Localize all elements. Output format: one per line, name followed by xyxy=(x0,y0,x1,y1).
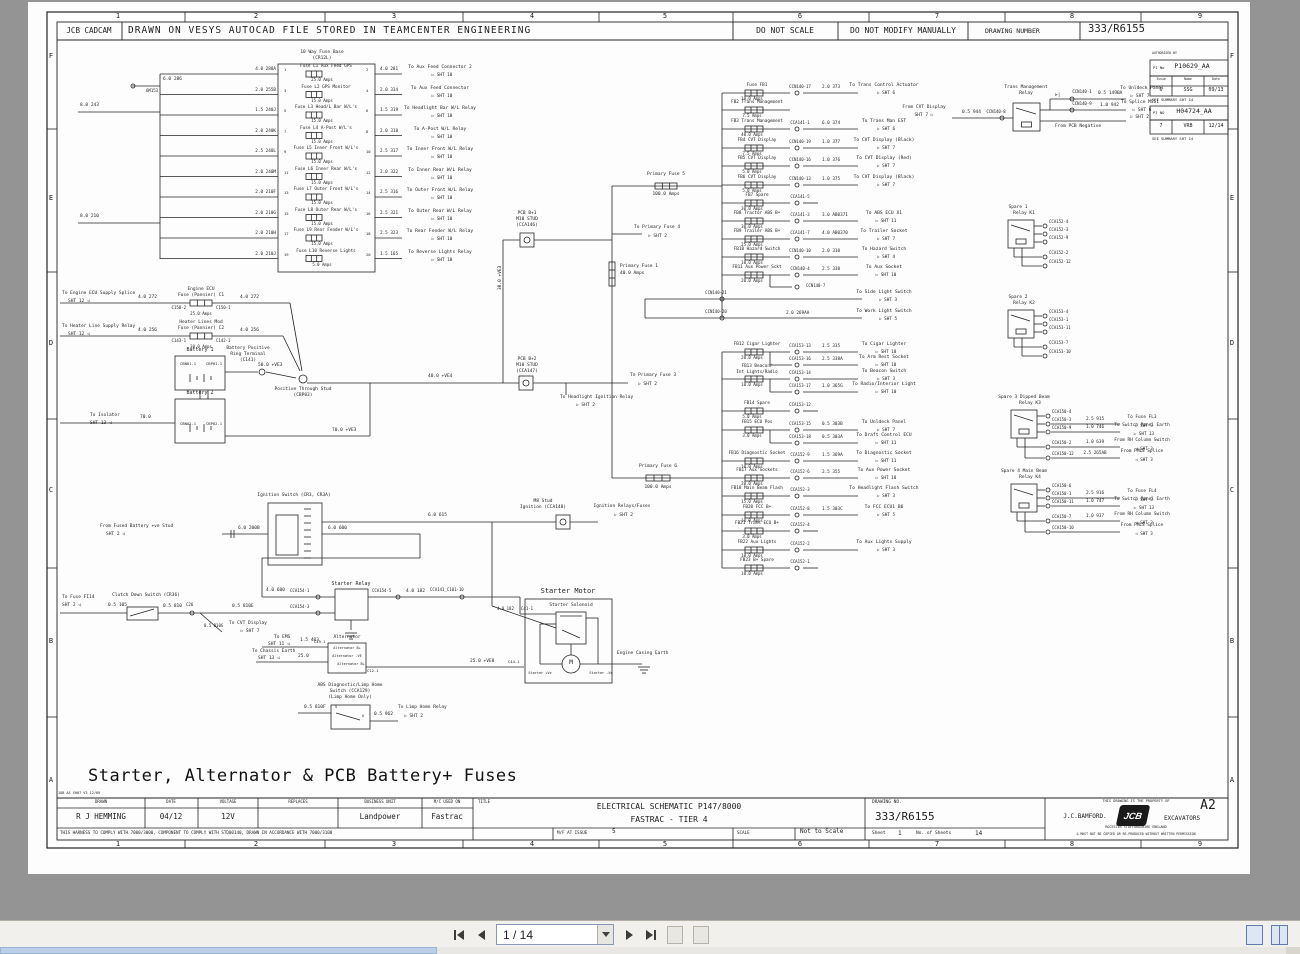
scrollbar-thumb[interactable] xyxy=(0,947,437,954)
next-view-button[interactable] xyxy=(693,925,709,944)
go-last-page-button[interactable] xyxy=(640,925,662,945)
single-page-layout-button[interactable] xyxy=(1246,924,1263,945)
jcb-logo-icon: JCB xyxy=(1115,805,1151,826)
horizontal-scrollbar[interactable] xyxy=(0,947,1300,954)
continuous-page-layout-button[interactable] xyxy=(1271,924,1288,945)
last-page-icon xyxy=(646,929,653,940)
document-page[interactable] xyxy=(28,2,1250,874)
page-dropdown-button[interactable] xyxy=(597,925,613,944)
sheet-title: Starter, Alternator & PCB Battery+ Fuses xyxy=(88,766,518,786)
chevron-down-icon xyxy=(601,932,610,937)
first-page-icon xyxy=(457,929,464,940)
next-page-icon xyxy=(625,929,633,940)
previous-view-button[interactable] xyxy=(667,925,683,944)
previous-page-button[interactable] xyxy=(470,925,492,945)
page-number-combobox[interactable]: 1 / 14 xyxy=(496,924,614,945)
page-number-value[interactable]: 1 / 14 xyxy=(503,927,534,942)
viewer-toolbar: 1 / 14 xyxy=(0,920,1300,948)
go-first-page-button[interactable] xyxy=(448,925,470,945)
scrollbar-corner xyxy=(1286,947,1300,954)
previous-page-icon xyxy=(477,929,485,940)
next-page-button[interactable] xyxy=(618,925,640,945)
